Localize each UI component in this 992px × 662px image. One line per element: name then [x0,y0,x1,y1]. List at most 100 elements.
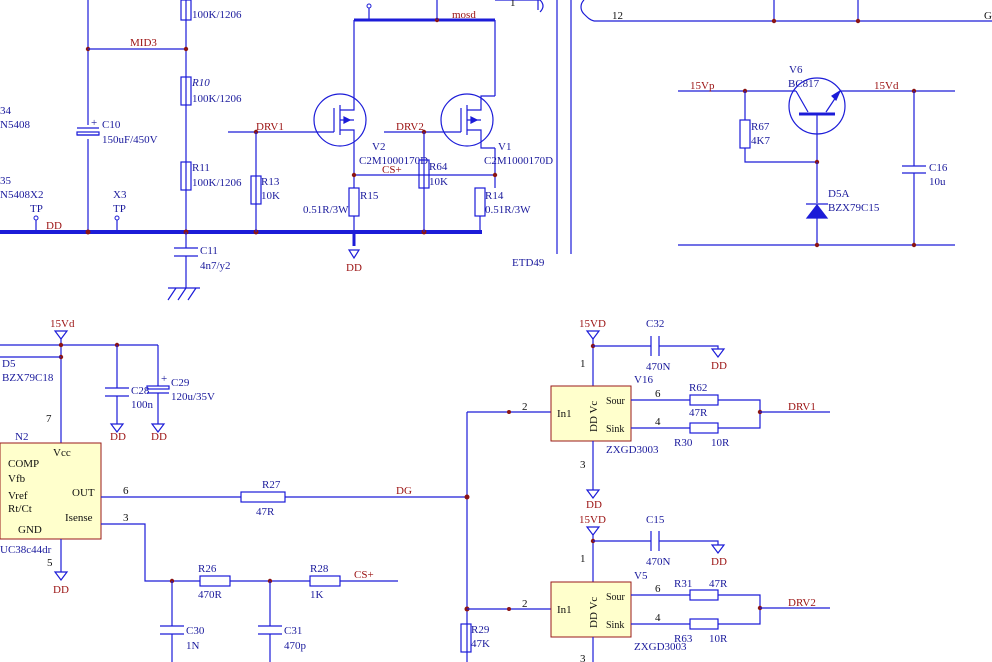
r27-value: 47R [256,506,275,518]
mosfet-v2 [313,93,367,147]
r14-value: 0.51R/3W [485,204,531,216]
d5l-value: N5408 [0,189,30,201]
r30-value: 10R [711,437,730,449]
resistor-r26 [199,575,231,587]
v5-15vd-label: 15VD [579,514,606,526]
v2-value: C2M1000170D [359,155,428,167]
d5a-value: BZX79C15 [828,202,880,214]
zener-d5a [805,204,829,219]
v16-pin6: 6 [655,388,661,400]
r11-ref: R11 [192,162,210,174]
r67-value: 4K7 [751,135,770,147]
node-12-label: 12 [612,10,623,22]
r27-ref: R27 [262,479,281,491]
ic-v5 [550,581,632,638]
r63-value: 10R [709,633,728,645]
c16-value: 10u [929,176,946,188]
r9-value: 100K/1206 [192,9,242,21]
c16-ref: C16 [929,162,948,174]
capacitor-c16 [902,165,926,174]
v5-pin6: 6 [655,583,661,595]
r13-value: 10K [261,190,280,202]
v5-drv2-label: DRV2 [788,597,816,609]
c30-ref: C30 [186,625,205,637]
v16-15vd-label: 15VD [579,318,606,330]
c15-dd-label: DD [711,556,727,568]
n2-dd-label: DD [53,584,69,596]
r64-value: 10K [429,176,448,188]
net-drv1-label: DRV1 [256,121,284,133]
v16-dd-label: DD [586,499,602,511]
d4-value: N5408 [0,119,30,131]
r31-value: 47R [709,578,728,590]
n2-pin3: 3 [123,512,129,524]
driver-section: 2 2 R29 47K 15VD C32 470N DD 1 In1 DD Vc… [460,318,830,662]
r67-ref: R67 [751,121,770,133]
c32-dd-label: DD [711,360,727,372]
c11-ref: C11 [200,245,218,257]
v5-ddvc: DD Vc [588,597,600,628]
c28-value: 100n [131,399,154,411]
c28-dd-label: DD [110,431,126,443]
v16-drv1-label: DRV1 [788,401,816,413]
r15-ref: R15 [360,190,379,202]
transformer-core [556,0,572,254]
d5l-ref: 35 [0,175,12,187]
capacitor-c30 [160,625,184,635]
r15-value: 0.51R/3W [303,204,349,216]
v5-pin4: 4 [655,612,661,624]
c29-dd-label: DD [151,431,167,443]
v6-value: BC817 [788,78,820,90]
r62-value: 47R [689,407,708,419]
capacitor-c11 [174,247,198,257]
v1-ref: V1 [498,141,511,153]
c32-value: 470N [646,361,671,373]
c32-ref: C32 [646,318,664,330]
d5-value: BZX79C18 [2,372,54,384]
v2-ref: V2 [372,141,385,153]
ic-n2 [0,442,102,540]
v5-in: In1 [557,604,572,616]
n2-15vd-label: 15Vd [50,318,75,330]
regulator-section: 15Vp R67 4K7 V6 BC817 15Vd C16 10u D5A B… [678,64,955,248]
v6-ref: V6 [789,64,803,76]
hv-section: MID3 100K/1206 R10 100K/1206 R11 100K/12… [0,0,992,301]
n2-ref: N2 [15,431,28,443]
n2-out: OUT [72,487,95,499]
n2-vfb: Vfb [8,473,26,485]
n2-value: UC38c44dr [0,544,52,556]
x3-value: TP [113,203,126,215]
ic-v16 [550,385,632,442]
n2-pin5: 5 [47,557,53,569]
mosfet-v1 [440,93,494,147]
n2-pin7: 7 [46,413,52,425]
r29-ref: R29 [471,624,490,636]
r14-ref: R14 [485,190,504,202]
r31-ref: R31 [674,578,692,590]
capacitor-c28 [105,387,129,397]
net-dd-label: DD [46,220,62,232]
capacitor-c31 [258,625,282,635]
v5-pin1: 1 [580,553,586,565]
c15-value: 470N [646,556,671,568]
v16-value: ZXGD3003 [606,444,659,456]
net-cs-plus-label: CS+ [382,164,402,176]
resistor-r62 [689,394,719,406]
v16-sink: Sink [606,424,624,435]
svg-text:+: + [91,117,97,129]
r64-ref: R64 [429,161,448,173]
cs-plus-input-label: CS+ [354,569,374,581]
c29-ref: C29 [171,377,190,389]
net-dg-label: DG [396,485,412,497]
c29-value: 120u/35V [171,391,215,403]
x2-ref: X2 [30,189,43,201]
v16-pin2: 2 [522,401,528,413]
capacitor-c10 [76,131,100,136]
x3-ref: X3 [113,189,127,201]
resistor-r15 [348,187,360,217]
x2-value: TP [30,203,43,215]
r62-ref: R62 [689,382,707,394]
net-15vd-label: 15Vd [874,80,899,92]
c11-value: 4n7/y2 [200,260,231,272]
v5-pin3: 3 [580,653,586,662]
